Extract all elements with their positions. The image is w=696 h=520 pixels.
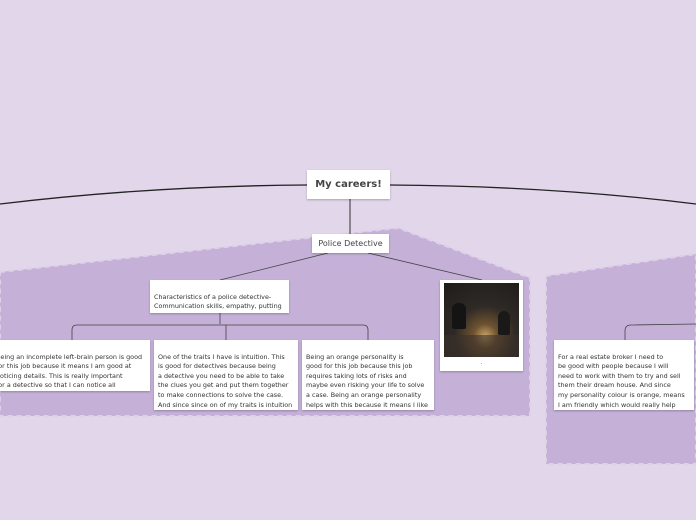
node-image[interactable]: . [440, 280, 523, 371]
node-orange-personality-text: Being an orange personality is good for … [306, 353, 428, 410]
branch-right [390, 185, 696, 204]
node-intuition[interactable]: One of the traits I have is intuition. T… [154, 340, 298, 410]
node-orange-personality[interactable]: Being an orange personality is good for … [302, 340, 434, 410]
topic-police-detective-label: Police Detective [318, 239, 382, 248]
node-left-brain[interactable]: Being an incomplete left-brain person is… [0, 340, 150, 391]
detective-photo [444, 283, 519, 357]
node-characteristics-text: Characteristics of a police detective- C… [154, 293, 282, 313]
node-characteristics[interactable]: Characteristics of a police detective- C… [150, 280, 289, 313]
node-real-estate-text: For a real estate broker I need to be go… [558, 353, 685, 410]
topic-police-detective[interactable]: Police Detective [312, 234, 389, 253]
node-real-estate[interactable]: For a real estate broker I need to be go… [554, 340, 694, 410]
branch-left [0, 185, 307, 204]
node-image-caption: . [440, 359, 523, 366]
node-intuition-text: One of the traits I have is intuition. T… [158, 353, 292, 410]
node-left-brain-text: Being an incomplete left-brain person is… [0, 353, 142, 391]
central-topic[interactable]: My careers! [307, 170, 390, 199]
central-topic-label: My careers! [315, 179, 382, 190]
